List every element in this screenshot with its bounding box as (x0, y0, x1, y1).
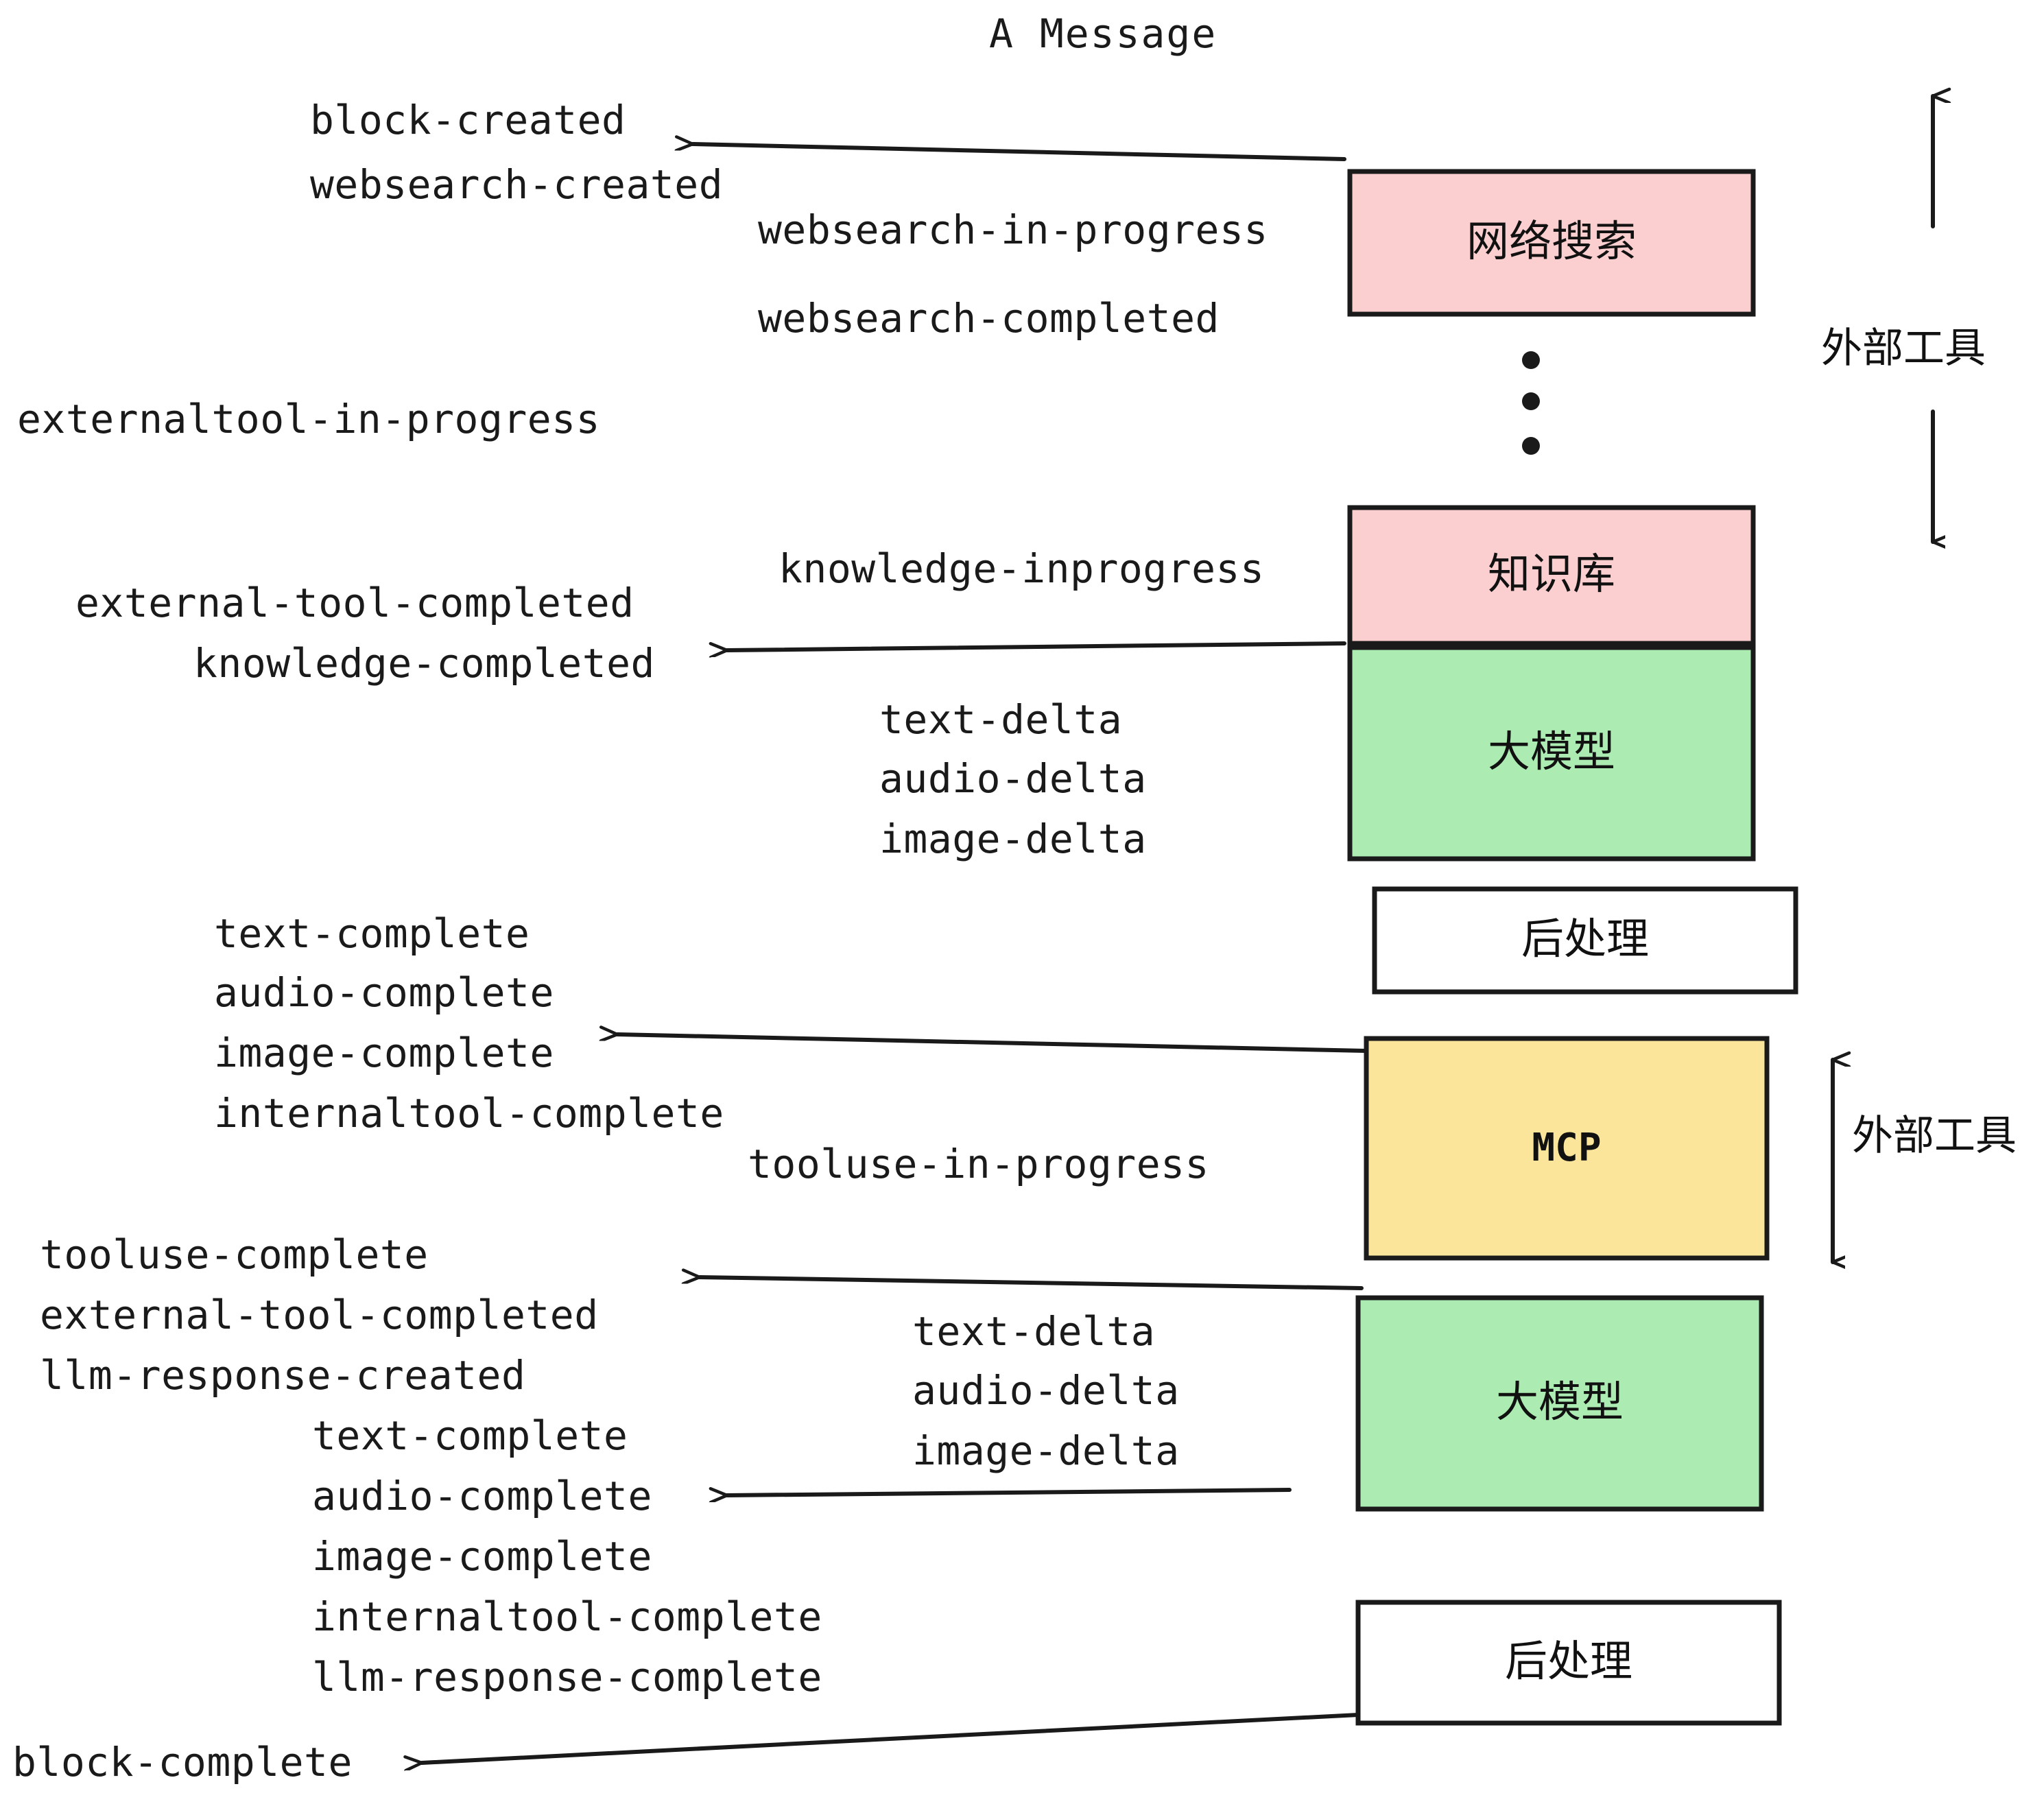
event-label-audio-complete-1: audio-complete (214, 969, 554, 1016)
side-label-external-tool-bottom: 外部工具 (1852, 1112, 2017, 1160)
flow-arrow-llm-to-events (727, 1490, 1292, 1495)
event-label-audio-complete-2: audio-complete (312, 1473, 652, 1519)
event-label-image-complete-1: image-complete (214, 1030, 554, 1076)
ellipsis-dot-2 (1522, 392, 1540, 410)
event-label-text-complete-2: text-complete (312, 1412, 628, 1459)
event-label-external-tool-completed-1: external-tool-completed (75, 580, 634, 626)
process-box-llm-top (1347, 645, 1756, 862)
event-label-llm-response-created: llm-response-created (40, 1352, 526, 1399)
process-box-llm-bottom (1355, 1295, 1764, 1512)
ellipsis-dots-group (1522, 351, 1540, 455)
event-label-websearch-in-progress: websearch-in-progress (758, 206, 1268, 253)
box-label-knowledge: 知识库 (1487, 549, 1615, 599)
box-label-websearch: 网络搜索 (1466, 216, 1637, 266)
event-label-internaltool-complete-2: internaltool-complete (312, 1593, 822, 1640)
box-label-postprocess-bottom: 后处理 (1504, 1636, 1632, 1686)
side-label-external-tool-top: 外部工具 (1821, 324, 1986, 372)
event-label-knowledge-completed: knowledge-completed (193, 640, 655, 687)
event-label-block-complete: block-complete (12, 1739, 353, 1785)
process-boxes-group (1347, 169, 1798, 1726)
process-box-websearch (1347, 169, 1756, 317)
event-label-tooluse-in-progress: tooluse-in-progress (748, 1141, 1209, 1187)
event-label-internaltool-complete-1: internaltool-complete (214, 1090, 724, 1137)
box-label-mcp: MCP (1532, 1126, 1602, 1170)
ellipsis-dot-1 (1522, 351, 1540, 369)
event-label-image-delta-1: image-delta (879, 816, 1147, 862)
event-label-image-complete-2: image-complete (312, 1533, 652, 1580)
flow-arrow-tooluse-to-events (700, 1277, 1364, 1290)
event-flow-arrows-group (422, 144, 1368, 1763)
event-label-image-delta-2: image-delta (912, 1427, 1180, 1474)
process-box-knowledge (1347, 505, 1756, 646)
flow-arrow-mcp-to-events (617, 1034, 1368, 1053)
ellipsis-dot-3 (1522, 437, 1540, 455)
flow-arrow-websearch-to-events (693, 144, 1346, 161)
event-label-knowledge-inprogress: knowledge-inprogress (779, 545, 1265, 592)
external-tool-arrows-group (1831, 96, 1933, 1262)
process-box-postprocess-top (1372, 886, 1798, 995)
process-box-mcp (1364, 1036, 1770, 1261)
process-box-postprocess-bottom (1355, 1600, 1782, 1726)
event-label-block-created: block-created (310, 97, 626, 143)
event-label-audio-delta-2: audio-delta (912, 1367, 1180, 1414)
diagram-title: A Message (989, 10, 1217, 57)
event-label-llm-response-complete: llm-response-complete (312, 1654, 822, 1700)
event-label-websearch-created: websearch-created (310, 161, 724, 208)
flow-arrow-knowledge-to-events (727, 641, 1346, 650)
event-label-externaltool-in-progress: externaltool-in-progress (17, 396, 601, 442)
event-label-tooluse-complete: tooluse-complete (40, 1231, 429, 1278)
box-label-llm-bottom: 大模型 (1495, 1377, 1624, 1427)
box-label-postprocess-top: 后处理 (1521, 914, 1649, 964)
box-label-llm-top: 大模型 (1487, 726, 1615, 776)
event-label-websearch-completed: websearch-completed (758, 295, 1220, 342)
flow-arrow-postprocess-to-block (422, 1713, 1360, 1763)
event-label-text-delta-2: text-delta (912, 1308, 1156, 1355)
event-label-audio-delta-1: audio-delta (879, 755, 1147, 802)
event-label-text-delta-1: text-delta (879, 696, 1123, 743)
event-label-external-tool-completed-2: external-tool-completed (40, 1292, 599, 1338)
event-label-text-complete-1: text-complete (214, 910, 530, 957)
